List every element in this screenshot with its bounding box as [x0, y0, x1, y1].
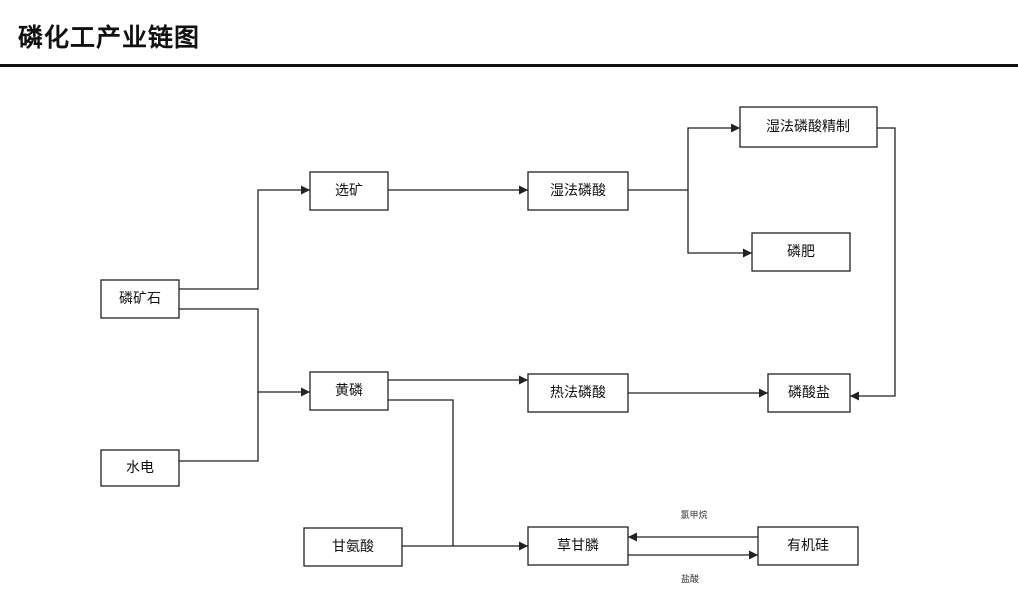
- edge-wet-acid-to-purified: [628, 123, 740, 191]
- edge-rock-to-beneficiation: [179, 185, 310, 290]
- node-label: 有机硅: [787, 538, 829, 554]
- node-purified-wet-phosphoric-acid: 湿法磷酸精制: [739, 106, 878, 148]
- node-organosilicon: 有机硅: [757, 526, 859, 566]
- node-label: 甘氨酸: [332, 539, 374, 555]
- node-label: 水电: [126, 460, 154, 476]
- node-label: 磷肥: [787, 244, 815, 260]
- node-label: 湿法磷酸精制: [766, 119, 850, 135]
- edge-yellow-phosphorus-to-glyphosate: [388, 399, 528, 551]
- node-glyphosate: 草甘膦: [527, 526, 629, 566]
- node-phosphate-salt: 磷酸盐: [767, 373, 851, 413]
- node-yellow-phosphorus: 黄磷: [309, 371, 389, 411]
- page-title: 磷化工产业链图: [18, 23, 201, 52]
- edge-hydropower-to-yellow-phosphorus: [179, 392, 259, 462]
- node-thermal-phosphoric-acid: 热法磷酸: [527, 373, 629, 413]
- node-glycine: 甘氨酸: [303, 527, 403, 567]
- title-divider: [0, 64, 1018, 67]
- node-label: 湿法磷酸: [550, 183, 606, 199]
- node-phosphate-rock: 磷矿石: [100, 279, 180, 319]
- edge-wet-acid-to-fertilizer: [687, 190, 752, 258]
- edges: [179, 123, 896, 560]
- node-label: 磷酸盐: [788, 385, 830, 401]
- node-label: 选矿: [335, 183, 363, 199]
- node-hydropower: 水电: [100, 449, 180, 487]
- node-label: 黄磷: [335, 382, 363, 399]
- node-phosphate-fertilizer: 磷肥: [751, 232, 851, 272]
- edge-label-chloromethane: 氯甲烷: [680, 509, 707, 521]
- node-label: 磷矿石: [119, 291, 161, 307]
- edge-purified-to-phosphate-salt: [850, 127, 896, 401]
- node-beneficiation: 选矿: [309, 171, 389, 211]
- edge-label-hydrochloric-acid: 盐酸: [681, 573, 699, 585]
- node-label: 热法磷酸: [550, 385, 606, 401]
- node-wet-phosphoric-acid: 湿法磷酸: [527, 171, 629, 211]
- node-label: 草甘膦: [557, 538, 599, 554]
- edge-rock-to-yellow-phosphorus: [179, 308, 310, 397]
